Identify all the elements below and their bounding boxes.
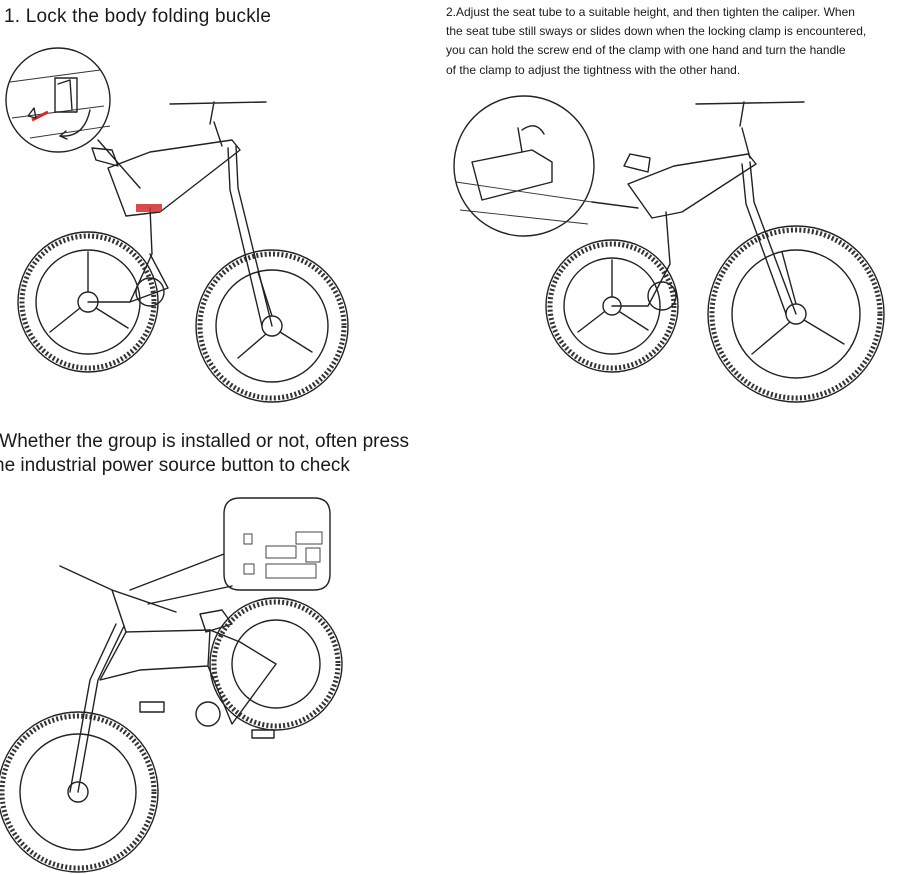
step2-instructions: 2.Adjust the seat tube to a suitable hei…: [446, 3, 916, 80]
odometer-display: [265, 563, 317, 579]
mode-button: [243, 563, 255, 575]
saddle: [199, 609, 233, 633]
step3-line: .Whether the group is installed or not, …: [0, 431, 410, 452]
rotate-arrow-icon: [59, 130, 68, 140]
pedal: [139, 701, 165, 713]
buckle-zoom-circle: [5, 47, 111, 153]
step1-bike-illustration: [5, 47, 349, 403]
step2-line: you can hold the screw end of the clamp …: [446, 43, 846, 58]
power-button-icon: [243, 533, 253, 545]
step2-line: of the clamp to adjust the tightness wit…: [446, 62, 741, 77]
pedal: [251, 729, 275, 739]
step2-bike-illustration: [453, 95, 885, 403]
clamp-lever: [517, 125, 545, 153]
step2-line: 2.Adjust the seat tube to a suitable hei…: [446, 5, 855, 19]
arrow-left-icon: [27, 107, 37, 119]
seat-clamp-zoom-circle: [453, 95, 595, 237]
step3-bike-illustration: [0, 497, 343, 873]
step1-title: 1. Lock the body folding buckle: [4, 6, 272, 27]
saddle: [91, 147, 119, 167]
folding-buckle-highlight: [136, 204, 162, 212]
step2-line: the seat tube still sways or slides down…: [446, 24, 867, 39]
display-callout: [223, 497, 331, 591]
step3-line: he industrial power source button to che…: [0, 455, 350, 476]
battery-icon: [295, 531, 323, 545]
step3-instructions: .Whether the group is installed or not, …: [0, 430, 409, 478]
saddle: [623, 153, 651, 173]
